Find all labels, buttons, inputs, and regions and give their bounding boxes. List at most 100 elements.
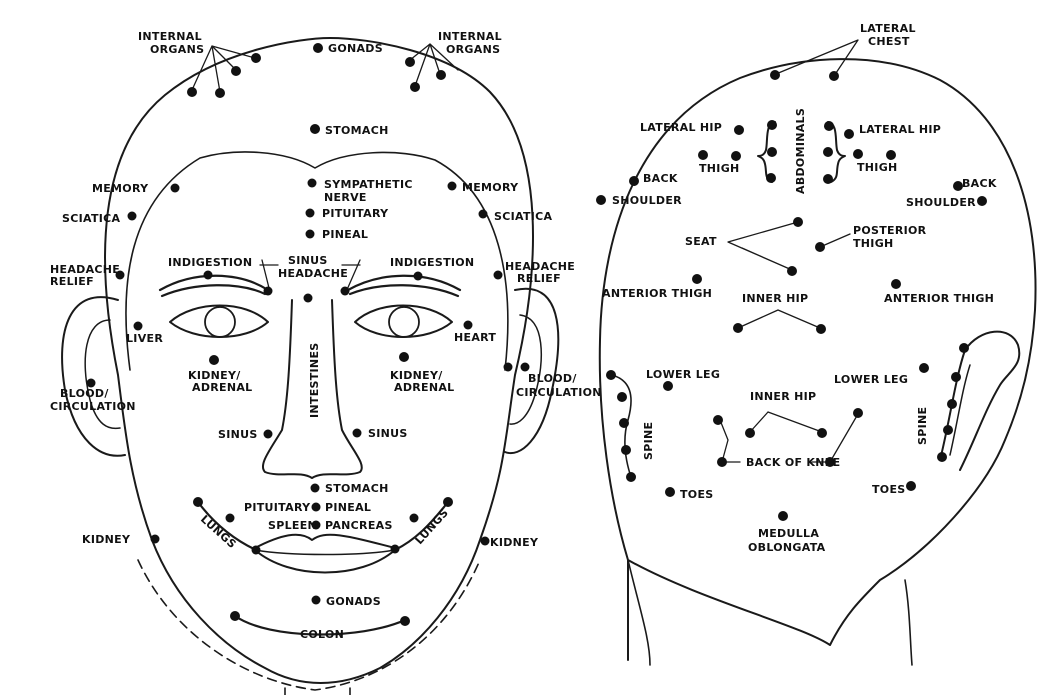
back-neck (627, 559, 913, 666)
label-sinus-headache: SINUS (288, 254, 328, 267)
point-stomach (310, 124, 320, 134)
label-toes: TOES (872, 483, 906, 496)
front-left-eyebrow (158, 274, 270, 298)
point-memory (447, 181, 457, 191)
point-abdominals (823, 147, 833, 157)
back-ear-inner (949, 364, 971, 456)
point-anterior-thigh (692, 274, 702, 284)
point-back-of-knee (853, 408, 863, 418)
point-back-of-knee (713, 415, 723, 425)
label-lateral-hip: LATERAL HIP (640, 121, 722, 134)
front-right-iris (388, 306, 420, 338)
label-heart: HEART (454, 331, 496, 344)
front-right-eyebrow (346, 274, 462, 298)
point-pituitary (305, 208, 315, 218)
point-stomach-low (310, 483, 320, 493)
point-memory (170, 183, 180, 193)
label-kidney-adrenal: ADRENAL (394, 381, 454, 394)
label-headache-relief: RELIEF (50, 275, 94, 288)
label-toes: TOES (680, 488, 714, 501)
label-kidney-adrenal: ADRENAL (192, 381, 252, 394)
front-head-outline (104, 37, 534, 684)
point-lungs (251, 545, 261, 555)
front-nose (262, 299, 363, 479)
label-back: BACK (643, 172, 678, 185)
front-upper-lip (254, 533, 396, 549)
point-spine (959, 343, 969, 353)
point-lateral-hip (844, 129, 854, 139)
label-blood-circulation: CIRCULATION (50, 400, 136, 413)
label-shoulder: SHOULDER (612, 194, 682, 207)
point-posterior-thigh (815, 242, 825, 252)
label-sciatica: SCIATICA (494, 210, 553, 223)
front-hairline (125, 151, 509, 371)
point-spine (626, 472, 636, 482)
point-pineal (305, 229, 315, 239)
point-shoulder (977, 196, 987, 206)
label-lungs: LUNGS (413, 506, 452, 547)
point-lateral-hip (734, 125, 744, 135)
point-abdominals (824, 121, 834, 131)
label-indigestion: INDIGESTION (390, 256, 474, 269)
label-medulla-oblongata: OBLONGATA (748, 541, 826, 554)
label-spine: SPINE (916, 407, 929, 445)
front-jaw-dashed (137, 559, 481, 691)
label-thigh: THIGH (857, 161, 898, 174)
label-medulla-oblongata: MEDULLA (758, 527, 819, 540)
point-blood-circulation (520, 362, 530, 372)
label-blood-circulation: BLOOD/ (60, 387, 109, 400)
point-gonads (313, 43, 323, 53)
point-kidney-adrenal (399, 352, 409, 362)
label-anterior-thigh: ANTERIOR THIGH (884, 292, 994, 305)
front-chin-curve (233, 614, 407, 636)
label-kidney-adrenal: KIDNEY/ (390, 369, 443, 382)
front-lower-lip (254, 549, 396, 574)
point-lungs (409, 513, 419, 523)
label-lateral-hip: LATERAL HIP (859, 123, 941, 136)
point-spine (943, 425, 953, 435)
point-abdominals (823, 174, 833, 184)
back-abdominals-right-brace (827, 121, 846, 183)
label-colon: COLON (300, 628, 344, 641)
point-liver (133, 321, 143, 331)
front-right-eye (354, 304, 453, 338)
label-abdominals: ABDOMINALS (794, 108, 807, 194)
point-internal-organs (231, 66, 241, 76)
label-internal-organs: INTERNAL (438, 30, 502, 43)
front-right-lung-line (393, 500, 450, 552)
point-back (629, 176, 639, 186)
label-seat: SEAT (685, 235, 717, 248)
point-spine (947, 399, 957, 409)
label-posterior-thigh: THIGH (853, 237, 894, 250)
label-shoulder: SHOULDER (906, 196, 976, 209)
point-sciatica (127, 211, 137, 221)
point-headache-relief (493, 270, 503, 280)
label-posterior-thigh: POSTERIOR (853, 224, 927, 237)
point-lungs (390, 544, 400, 554)
point-internal-organs (436, 70, 446, 80)
point-lower-leg (663, 381, 673, 391)
label-inner-hip: INNER HIP (750, 390, 816, 403)
back-ear (939, 330, 1021, 471)
label-kidney: KIDNEY (82, 533, 131, 546)
label-gonads: GONADS (326, 595, 381, 608)
point-abdominals (766, 173, 776, 183)
front-neck (284, 687, 351, 695)
point-back (953, 181, 963, 191)
label-pineal: PINEAL (325, 501, 371, 514)
front-left-ear (61, 296, 126, 457)
point-heart (463, 320, 473, 330)
front-face-figure: INTERNAL ORGANS GONADS INTERNAL ORGANS S… (50, 30, 601, 695)
label-lower-leg: LOWER LEG (646, 368, 720, 381)
label-sympathetic-nerve: SYMPATHETIC (324, 178, 413, 191)
label-headache-relief: RELIEF (517, 272, 561, 285)
label-inner-hip: INNER HIP (742, 292, 808, 305)
point-seat (787, 266, 797, 276)
label-indigestion: INDIGESTION (168, 256, 252, 269)
point-colon (400, 616, 410, 626)
front-leader-lines (191, 43, 459, 293)
front-right-ear (504, 287, 560, 455)
label-headache-relief: HEADACHE (505, 260, 575, 273)
point-shoulder (596, 195, 606, 205)
point-indigestion (413, 271, 423, 281)
